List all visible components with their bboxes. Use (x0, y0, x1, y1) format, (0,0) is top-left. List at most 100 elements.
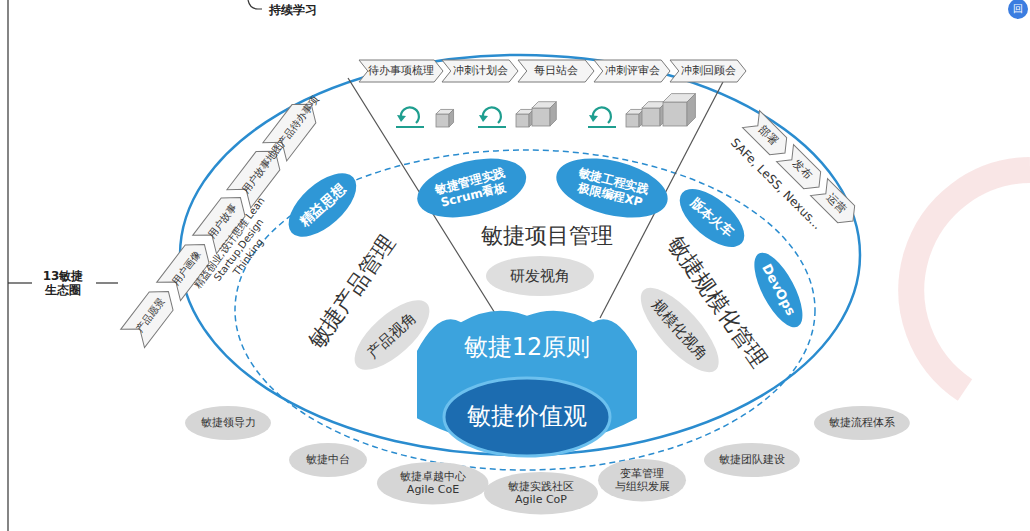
ceremony-chevron: 冲刺回顾会 (670, 60, 746, 82)
ellipse-fill (744, 246, 811, 334)
node-text: 每日站会 (534, 64, 578, 77)
node-text: 敏捷卓越中心 Agile CoE (394, 470, 472, 496)
values-ellipse: 敏捷价值观 (443, 377, 611, 457)
cube-side (449, 109, 454, 127)
cycle-base (478, 126, 506, 128)
cycle-arc (483, 107, 501, 123)
cube-face (516, 114, 529, 127)
ellipse-fill (277, 162, 367, 249)
cube-face (532, 108, 550, 126)
node-label: 待办事项梳理 (368, 64, 434, 77)
ellipse-fill (411, 148, 532, 227)
ceremony-chevron: 每日站会 (518, 60, 594, 82)
sector-title: 敏捷项目管理 (481, 223, 613, 249)
cycle-base (588, 126, 616, 128)
node-text: 敏捷中台 (306, 453, 350, 466)
practice-ellipse: 敏捷中台 (288, 442, 368, 478)
cube-face (663, 102, 687, 126)
principles-shape: 敏捷12原则敏捷价值观 (417, 303, 637, 463)
node-label: 变革管理 与组织发展 (612, 467, 672, 493)
ceremony-chevron: 冲刺评审会 (594, 60, 670, 82)
chevron-fill (442, 60, 518, 82)
mindmap-topic: 13敏捷 生态圈 (41, 269, 85, 298)
watermark-arc (911, 170, 1030, 390)
cube-face (642, 108, 660, 126)
cube-icon (436, 109, 454, 127)
node-text: 研发视角 (510, 267, 570, 285)
perspective-ellipse: 研发视角 (485, 255, 595, 297)
ellipse-fill (598, 459, 686, 501)
cube-icon (663, 94, 695, 126)
ellipse-fill (550, 148, 674, 228)
node-label: 敏捷卓越中心 Agile CoE (394, 470, 472, 496)
node-text: 变革管理 与组织发展 (612, 467, 672, 493)
cube-side (687, 94, 695, 126)
mindmap-line (8, 282, 32, 283)
chevron-fill (594, 60, 670, 82)
practice-ellipse: 敏捷领导力 (184, 405, 272, 441)
cycle-icon (588, 107, 616, 127)
ellipse-fill (289, 443, 367, 477)
node-label: 敏捷领导力 (201, 416, 256, 429)
node-text: 敏捷流程体系 (829, 416, 895, 429)
ellipse-fill (704, 443, 800, 477)
chevron-fill (518, 60, 594, 82)
cycle-arrowhead (397, 115, 406, 122)
chevron-fill (120, 282, 180, 347)
product-chevron: 产品愿景 (120, 282, 180, 347)
node-label: 敏捷团队建设 (719, 453, 785, 466)
node-label: 研发视角 (510, 267, 570, 285)
node-text: 敏捷领导力 (201, 416, 256, 429)
mindmap-topic: 持续学习 (269, 3, 317, 17)
node-text: 敏捷价值观 (467, 402, 587, 431)
cube-face (626, 114, 639, 127)
node-text: 冲刺计划会 (453, 64, 508, 77)
cycle-icon (478, 107, 506, 127)
ceremony-chevron: 冲刺计划会 (442, 60, 518, 82)
badge-text: 回 (1013, 3, 1023, 15)
node-text: 冲刺评审会 (605, 64, 660, 77)
node-label: 敏捷12原则 (464, 333, 591, 362)
practice-ellipse: 敏捷团队建设 (703, 442, 801, 478)
node-label: 冲刺评审会 (605, 64, 660, 77)
node-text: 敏捷12原则 (464, 333, 591, 362)
cycle-arrowhead (479, 115, 488, 122)
cube-side (550, 102, 556, 126)
cycle-arrowhead (589, 115, 598, 122)
cube-icon (626, 109, 644, 127)
practice-ellipse: 敏捷卓越中心 Agile CoE (376, 461, 489, 505)
cube-icon (532, 102, 556, 126)
practice-ellipse: 变革管理 与组织发展 (597, 458, 687, 502)
chevron-fill (359, 60, 443, 82)
chevron-fill (263, 95, 323, 161)
practice-ellipse: 敏捷实践社区 Agile CoP (483, 471, 599, 515)
ellipse-fill (444, 378, 610, 456)
mindmap-line (7, 0, 8, 531)
node-label: 冲刺计划会 (453, 64, 508, 77)
node-text: 冲刺回顾会 (681, 64, 736, 77)
ellipse-fill (185, 406, 271, 440)
inner-dashed-ellipse (235, 150, 815, 470)
node-label: 敏捷流程体系 (829, 416, 895, 429)
cycle-base (396, 126, 424, 128)
iteration-icons (396, 94, 695, 127)
node-text: 敏捷实践社区 Agile CoP (501, 480, 581, 506)
node-label: 冲刺回顾会 (681, 64, 736, 77)
cycle-icon (396, 107, 424, 127)
node-text: 敏捷团队建设 (719, 453, 785, 466)
cube-icon (516, 109, 534, 127)
mindmap-line (96, 282, 118, 283)
ellipse-fill (377, 462, 488, 504)
mindmap-line (248, 0, 262, 9)
cube-face (436, 114, 449, 127)
chevron-fill (670, 60, 746, 82)
practice-ellipse: 敏捷流程体系 (813, 405, 911, 441)
outer-ellipse (180, 55, 860, 455)
cycle-arc (401, 107, 419, 123)
ceremony-chevron: 待办事项梳理 (359, 60, 443, 82)
ellipse-fill (484, 472, 598, 514)
node-text: 待办事项梳理 (368, 64, 434, 77)
node-label: 敏捷中台 (306, 453, 350, 466)
node-label: 敏捷价值观 (467, 402, 587, 431)
ellipse-fill (486, 256, 594, 296)
